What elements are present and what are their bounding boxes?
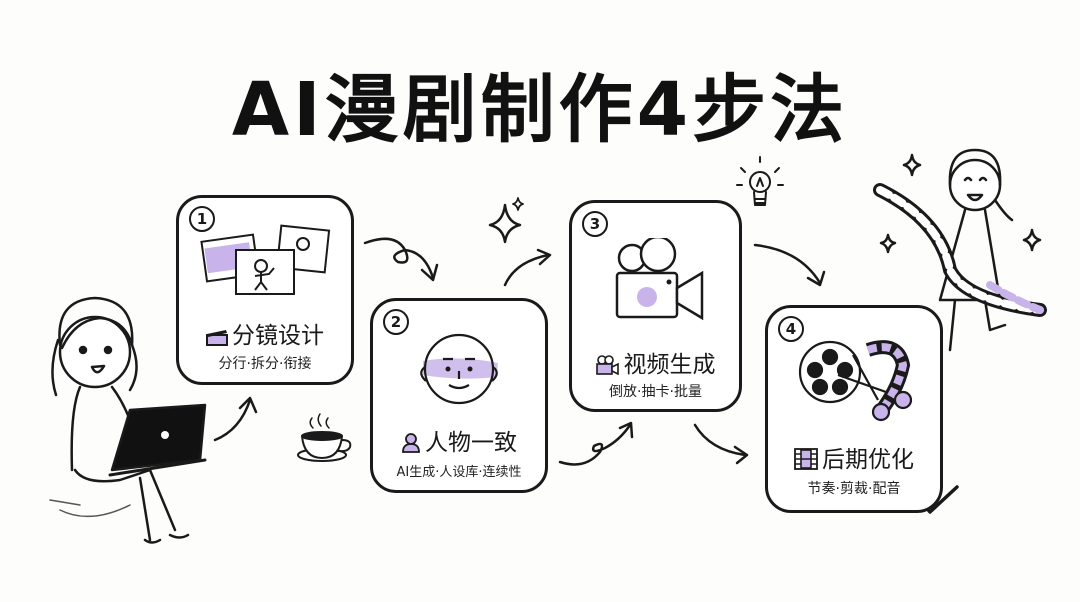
step-subtitle: 分行·拆分·衔接 bbox=[218, 356, 312, 372]
step-title: 人物一致 bbox=[373, 423, 545, 457]
step-number-badge: 3 bbox=[582, 211, 608, 237]
step-title: 视频生成 bbox=[572, 345, 739, 379]
film-strip-icon bbox=[794, 448, 818, 470]
step-card-2[interactable]: 2 人物一致 AI生成·人设库·连续性 bbox=[370, 298, 548, 493]
step-number-badge: 4 bbox=[778, 316, 804, 342]
step-card-3[interactable]: 3 视频生成 倒放·抽卡·批量 bbox=[569, 200, 742, 412]
sparkle-icon bbox=[488, 197, 524, 244]
movie-camera-illustration bbox=[615, 238, 704, 321]
step-subtitle: 节奏·剪裁·配音 bbox=[807, 481, 901, 497]
arrow-icon bbox=[503, 248, 552, 287]
step-card-4[interactable]: 4 后期优化 节奏·剪裁·配音 bbox=[765, 305, 943, 513]
film-reel-scissors-illustration bbox=[798, 340, 913, 422]
page-title: AI漫剧制作4步法 bbox=[231, 67, 849, 153]
step-title: 分镜设计 bbox=[179, 316, 351, 350]
step-number-badge: 1 bbox=[189, 206, 215, 232]
arrow-icon bbox=[558, 421, 634, 466]
step-subtitle: AI生成·人设库·连续性 bbox=[396, 465, 522, 480]
step-number-badge: 2 bbox=[383, 309, 409, 335]
coffee-cup-icon bbox=[297, 413, 352, 462]
girl-with-laptop-illustration bbox=[49, 296, 207, 544]
storyboard-frames-illustration bbox=[200, 224, 331, 295]
step-subtitle: 倒放·抽卡·批量 bbox=[609, 384, 702, 400]
step-card-1[interactable]: 1 分镜设计 分行·拆分·衔接 bbox=[176, 195, 354, 385]
girl-with-film-strip-illustration bbox=[873, 148, 1047, 352]
arrow-icon bbox=[363, 237, 439, 282]
arrow-icon bbox=[753, 243, 826, 287]
video-camera-icon bbox=[595, 355, 619, 375]
clapperboard-icon bbox=[206, 330, 228, 346]
arrow-icon bbox=[213, 396, 258, 442]
arrow-icon bbox=[693, 423, 749, 465]
step-title: 后期优化 bbox=[768, 440, 940, 474]
lightbulb-icon bbox=[736, 156, 784, 206]
character-face-illustration bbox=[420, 333, 498, 405]
person-icon bbox=[402, 433, 420, 453]
